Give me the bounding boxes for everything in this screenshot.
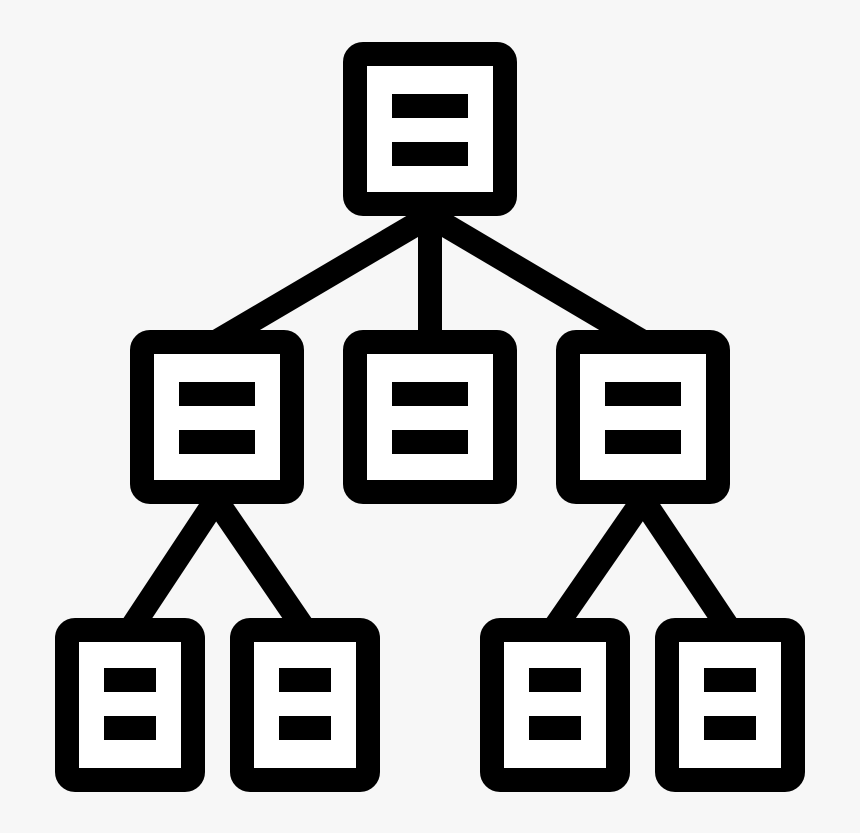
leaf-node-4 — [655, 618, 805, 792]
connector-root-to-right — [423, 205, 650, 353]
root-node-line-1 — [392, 94, 468, 118]
connector-root-to-left — [209, 205, 437, 353]
root-node — [343, 42, 517, 216]
connector-right-to-leaf-4 — [633, 493, 740, 637]
connectors — [119, 205, 740, 637]
connector-left-to-leaf-1 — [119, 493, 227, 637]
child-node-left — [130, 330, 304, 504]
child-node-right — [556, 330, 730, 504]
leaf-node-2 — [230, 618, 380, 792]
child-node-center — [343, 330, 517, 504]
connector-right-to-leaf-3 — [543, 493, 653, 637]
root-node-line-2 — [392, 142, 468, 166]
connector-left-to-leaf-2 — [206, 493, 315, 637]
leaf-node-3 — [480, 618, 630, 792]
leaf-node-1 — [55, 618, 205, 792]
